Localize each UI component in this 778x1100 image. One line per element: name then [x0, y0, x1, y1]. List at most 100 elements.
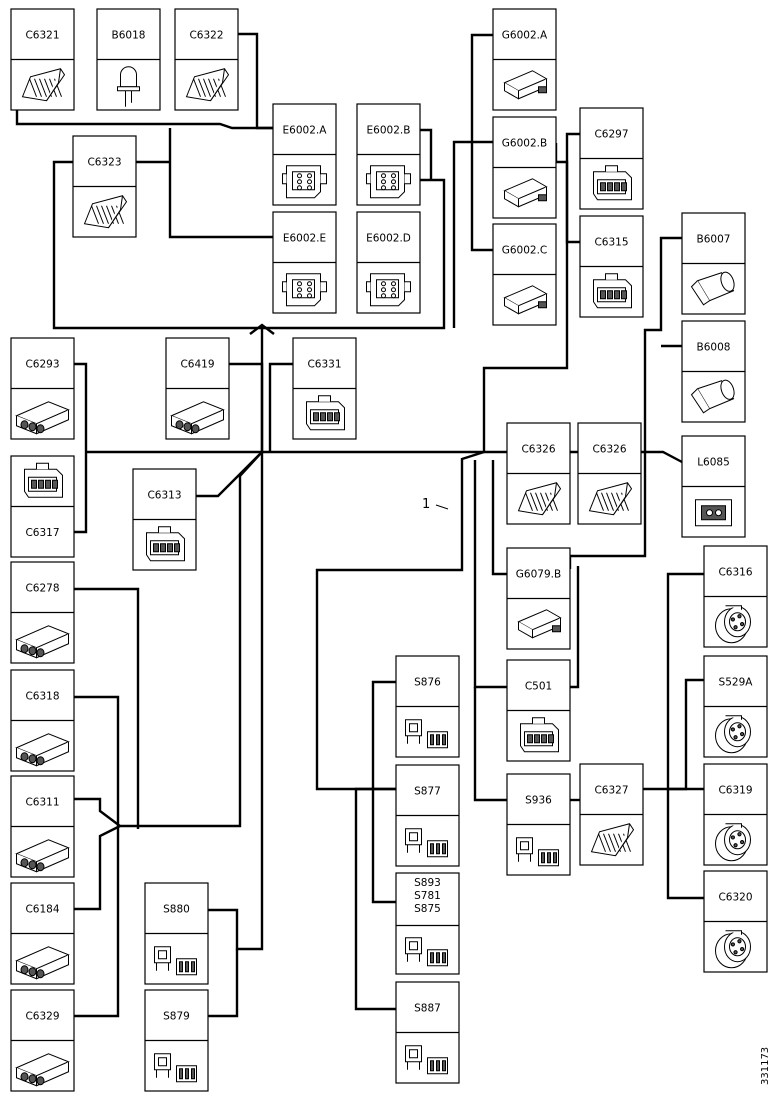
component-s880: S880	[144, 882, 209, 985]
component-c6329: C6329	[10, 989, 75, 1092]
wire-27	[371, 680, 396, 904]
component-label: B6018	[112, 29, 146, 41]
component-g6079b: G6079.B	[506, 547, 571, 650]
component-g6002c: G6002.C	[492, 223, 557, 326]
switch-icon	[405, 828, 448, 858]
wire-37	[666, 789, 704, 900]
round-connector-icon	[715, 715, 751, 754]
switch-icon	[154, 1053, 197, 1083]
component-label: S880	[163, 903, 190, 915]
wires-layer	[15, 32, 704, 1018]
component-c6326b: C6326	[577, 422, 642, 525]
component-label: S887	[414, 1002, 441, 1014]
switch-icon	[516, 837, 559, 867]
component-e6002a: E6002.A	[272, 103, 337, 206]
switch-icon	[405, 937, 448, 967]
component-label-s781: S781	[414, 890, 441, 902]
component-label: C6327	[594, 784, 628, 796]
component-b6018: B6018	[96, 8, 161, 111]
wire-7	[420, 128, 433, 180]
component-s936: S936	[506, 773, 571, 876]
round-connector-icon	[715, 930, 751, 969]
component-label: C6320	[718, 891, 752, 903]
component-c6323: C6323	[72, 135, 137, 238]
wire-16	[229, 362, 264, 452]
wire-11	[565, 132, 580, 244]
component-c6297: C6297	[579, 107, 644, 210]
block-connector-icon	[15, 946, 70, 980]
wire-28	[354, 787, 396, 1011]
component-s887: S887	[395, 981, 460, 1084]
wire-29	[491, 460, 507, 576]
component-e6002e: E6002.E	[272, 211, 337, 314]
wire-14	[74, 362, 88, 534]
component-l6085: L6085	[681, 435, 746, 538]
component-label: E6002.E	[283, 232, 326, 244]
component-label: S879	[163, 1010, 190, 1022]
component-g6002b: G6002.B	[492, 116, 557, 219]
switch-icon	[405, 719, 448, 749]
component-c6322: C6322	[174, 8, 239, 111]
component-label: C6184	[25, 903, 59, 915]
component-label: S936	[525, 794, 552, 806]
wire-31	[473, 687, 507, 802]
component-label: B6008	[697, 341, 731, 353]
component-c6419: C6419	[165, 337, 230, 440]
ecu-connector-icon	[282, 273, 327, 307]
component-label: S876	[414, 676, 441, 688]
component-label: C6319	[718, 784, 752, 796]
callout-1: 1	[422, 497, 449, 512]
component-c6321: C6321	[10, 8, 75, 111]
plug-connector-icon	[517, 609, 562, 639]
multi-pin-connector-icon	[593, 273, 632, 309]
wire-20	[196, 451, 263, 498]
round-connector-icon	[715, 605, 751, 644]
switch-icon	[154, 946, 197, 976]
component-e6002d: E6002.D	[356, 211, 421, 314]
component-label: C6316	[718, 566, 752, 578]
ecu-connector-icon	[366, 273, 411, 307]
flat-connector-icon	[590, 823, 635, 857]
component-label: E6002.D	[366, 232, 411, 244]
component-s879: S879	[144, 989, 209, 1092]
wire-26	[315, 450, 485, 791]
wire-33	[570, 566, 580, 689]
component-label: G6002.C	[502, 244, 548, 256]
wire-25	[208, 949, 239, 1018]
component-label: C6419	[180, 358, 214, 370]
block-connector-icon	[15, 625, 70, 659]
component-e6002b: E6002.B	[356, 103, 421, 206]
component-c501: C501	[506, 659, 571, 762]
component-c6315: C6315	[579, 215, 644, 318]
component-label: S529A	[719, 676, 754, 688]
component-label: C6311	[25, 796, 59, 808]
wire-6	[52, 160, 446, 330]
component-label: C6278	[25, 582, 59, 594]
wire-36	[666, 572, 704, 791]
component-label: C6297	[594, 128, 628, 140]
wire-17	[268, 362, 293, 452]
component-s877: S877	[395, 764, 460, 867]
wire-4	[168, 128, 273, 239]
block-connector-icon	[15, 733, 70, 767]
component-label: C6317	[25, 527, 59, 539]
component-label: C501	[525, 680, 552, 692]
component-label: C6331	[307, 358, 341, 370]
component-label: C6293	[25, 358, 59, 370]
component-label: C6315	[594, 236, 628, 248]
plug-connector-icon	[503, 178, 548, 208]
wire-21	[74, 587, 140, 829]
plug-connector-icon	[503, 70, 548, 100]
component-label: C6329	[25, 1010, 59, 1022]
block-connector-icon	[15, 1053, 70, 1087]
component-label: B6007	[697, 233, 731, 245]
component-c6331: C6331	[292, 337, 357, 440]
block-connector-icon	[15, 401, 70, 435]
multi-pin-connector-icon	[593, 165, 632, 201]
component-s876: S876	[395, 655, 460, 758]
wire-15	[86, 450, 683, 464]
callout-label: 1	[422, 497, 430, 512]
